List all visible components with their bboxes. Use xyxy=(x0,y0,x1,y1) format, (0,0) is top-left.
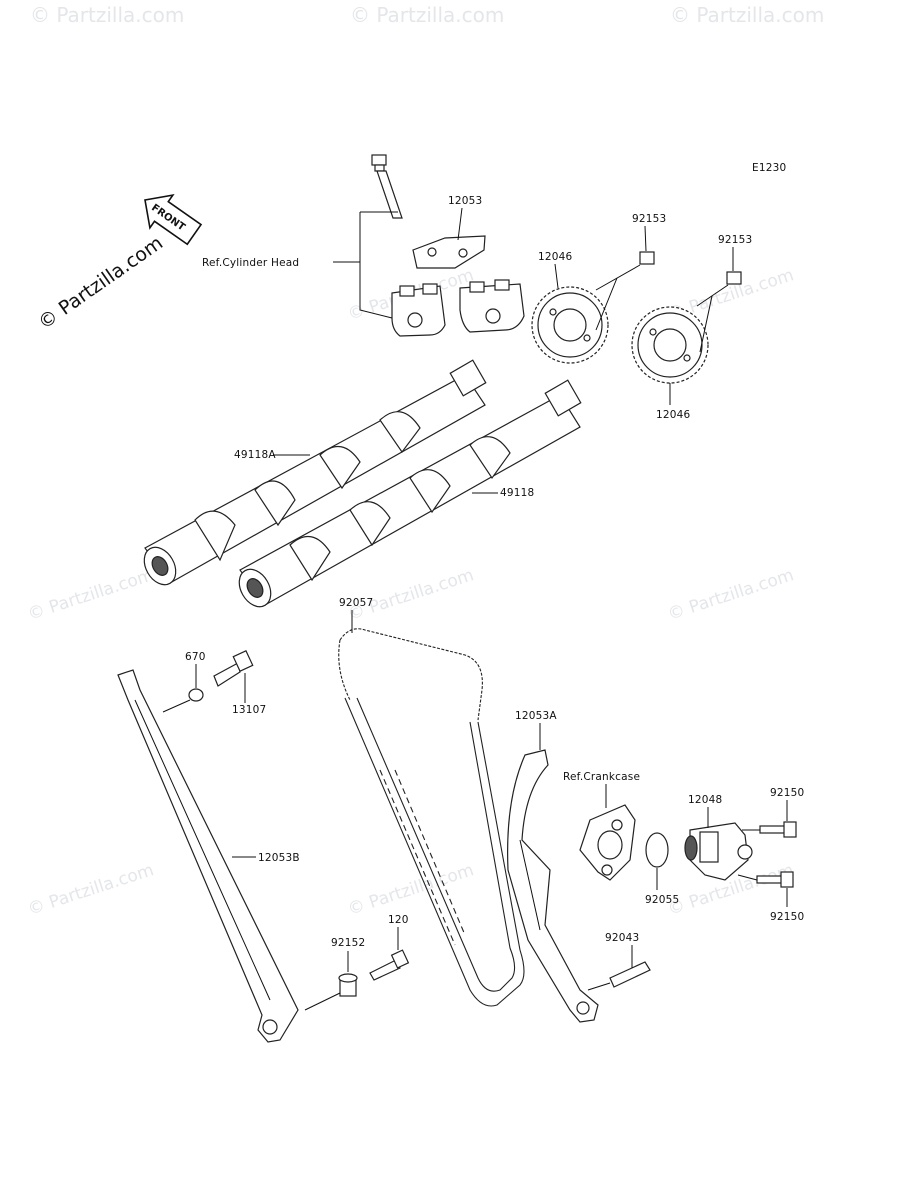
camshaft-caps xyxy=(391,279,525,337)
part-label-13107[interactable]: 13107 xyxy=(232,704,266,716)
chain-guide-tensioner xyxy=(507,749,599,1023)
watermark: © Partzilla.com xyxy=(345,860,476,920)
part-label-92153[interactable]: 92153 xyxy=(718,234,752,246)
part-label-12053[interactable]: 12053 xyxy=(448,195,482,207)
watermark-layer: © Partzilla.com © Partzilla.com © Partzi… xyxy=(25,3,824,920)
watermark: © Partzilla.com xyxy=(350,3,504,27)
tensioner-bolt xyxy=(756,871,794,888)
ref-cylinder-head: Ref.Cylinder Head xyxy=(202,257,299,269)
guide-bolt xyxy=(213,649,254,687)
part-label-49118A[interactable]: 49118A xyxy=(234,449,276,461)
part-label-120[interactable]: 120 xyxy=(388,914,409,926)
watermark: © Partzilla.com xyxy=(665,565,796,625)
part-label-12048[interactable]: 12048 xyxy=(688,794,722,806)
sprocket-bolt xyxy=(595,251,655,331)
diagram-code: E1230 xyxy=(752,162,786,174)
o-ring xyxy=(188,688,204,702)
part-label-92150[interactable]: 92150 xyxy=(770,787,804,799)
part-label-49118[interactable]: 49118 xyxy=(500,487,534,499)
watermark: © Partzilla.com xyxy=(345,565,476,625)
part-label-92057[interactable]: 92057 xyxy=(339,597,373,609)
watermark: © Partzilla.com xyxy=(670,3,824,27)
part-label-12046[interactable]: 12046 xyxy=(656,409,691,421)
guide-bolt xyxy=(369,949,410,981)
chain-guide-rear xyxy=(117,669,299,1043)
partzilla-logo: © Partzilla.com xyxy=(34,232,167,334)
part-label-12053B[interactable]: 12053B xyxy=(258,852,300,864)
tensioner-bolt xyxy=(759,821,797,838)
ref-cylinder-head-bracket xyxy=(333,211,398,319)
camshaft-exhaust xyxy=(143,359,487,586)
cam-sprocket-exhaust xyxy=(531,286,609,364)
watermark: © Partzilla.com xyxy=(25,565,156,625)
part-label-92055[interactable]: 92055 xyxy=(645,894,679,906)
part-label-92043[interactable]: 92043 xyxy=(605,932,639,944)
front-arrow-icon: FRONT xyxy=(144,193,203,246)
part-label-92152[interactable]: 92152 xyxy=(331,937,365,949)
tensioner-gasket xyxy=(645,832,669,868)
part-label-12046[interactable]: 12046 xyxy=(538,251,573,263)
part-label-92150[interactable]: 92150 xyxy=(770,911,804,923)
cam-chain-guide-upper xyxy=(412,235,486,269)
part-label-670[interactable]: 670 xyxy=(185,651,206,663)
cam-timing-chain xyxy=(338,628,525,1007)
crankcase-mount xyxy=(579,804,636,881)
ref-crankcase: Ref.Crankcase xyxy=(563,771,640,783)
cam-sprocket-intake xyxy=(631,306,709,384)
sprocket-bolt xyxy=(696,271,742,353)
guide-collar xyxy=(338,973,358,997)
part-label-12053A[interactable]: 12053A xyxy=(515,710,557,722)
camshaft-intake xyxy=(238,379,582,608)
cam-cap-bolt xyxy=(371,154,403,219)
chain-tensioner xyxy=(684,822,753,881)
watermark: © Partzilla.com xyxy=(25,860,156,920)
guide-pin xyxy=(609,961,651,988)
part-label-92153[interactable]: 92153 xyxy=(632,213,666,225)
watermark: © Partzilla.com xyxy=(30,3,184,27)
